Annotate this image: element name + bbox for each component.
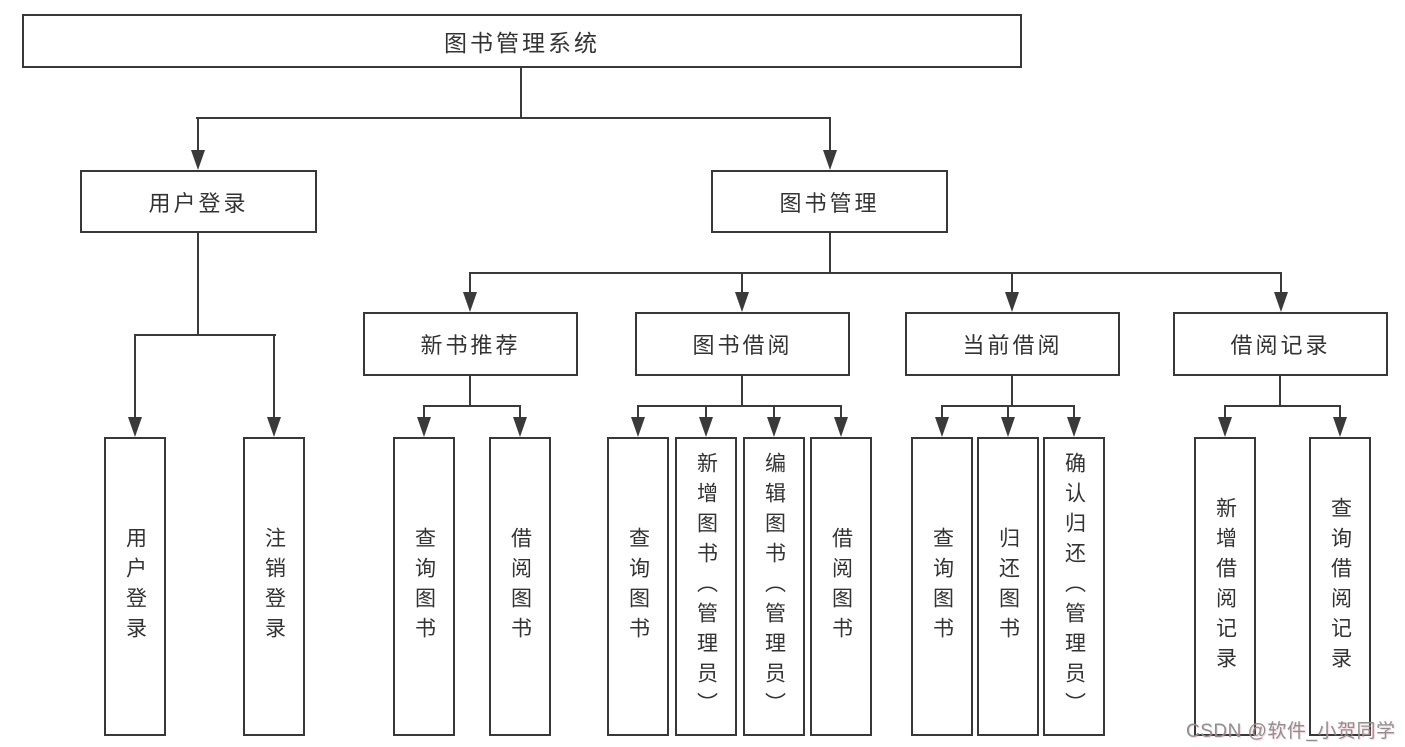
connector-vline <box>1279 376 1281 406</box>
connector-hline <box>196 117 831 119</box>
connector-arrow <box>631 417 645 437</box>
leaf-add-book-admin-label: 新增图书（管理员） <box>694 451 718 722</box>
connector-vline <box>741 272 743 293</box>
leaf-add-borrow-record: 新增借阅记录 <box>1194 437 1256 736</box>
connector-vline <box>1339 405 1341 419</box>
connector-arrow <box>834 417 848 437</box>
connector-arrow <box>935 417 949 437</box>
connector-arrow <box>1274 292 1288 312</box>
connector-vline <box>829 233 831 273</box>
leaf-query-current-borrow: 查询图书 <box>911 437 973 736</box>
connector-vline <box>519 405 521 419</box>
connector-vline <box>741 376 743 406</box>
connector-arrow <box>823 150 837 170</box>
node-book-management: 图书管理 <box>711 170 948 233</box>
connector-vline <box>637 405 639 419</box>
connector-arrow <box>463 292 477 312</box>
connector-hline <box>134 334 276 336</box>
connector-vline <box>1073 405 1075 419</box>
node-new-book-recommend-label: 新书推荐 <box>420 333 521 358</box>
leaf-query-borrow-record-label: 查询借阅记录 <box>1328 496 1352 677</box>
connector-arrow <box>1067 417 1081 437</box>
node-user-login-label: 用户登录 <box>148 190 249 216</box>
leaf-confirm-return-admin-label: 确认归还（管理员） <box>1062 451 1086 722</box>
leaf-edit-book-admin: 编辑图书（管理员） <box>743 437 805 736</box>
connector-vline <box>705 405 707 419</box>
leaf-query-book-recommend-label: 查询图书 <box>412 526 436 647</box>
connector-arrow <box>128 417 142 437</box>
leaf-edit-book-admin-label: 编辑图书（管理员） <box>762 451 786 722</box>
connector-vline <box>469 272 471 293</box>
connector-vline <box>273 334 275 418</box>
node-book-borrow-label: 图书借阅 <box>692 333 793 358</box>
connector-vline <box>773 405 775 419</box>
csdn-watermark: CSDN @软件_小贺同学 <box>1186 721 1396 742</box>
connector-arrow <box>1218 417 1232 437</box>
node-root-label: 图书管理系统 <box>444 30 600 56</box>
node-book-borrow: 图书借阅 <box>635 312 850 376</box>
node-book-management-label: 图书管理 <box>779 190 880 216</box>
leaf-return-book: 归还图书 <box>977 437 1039 736</box>
connector-vline <box>134 334 136 418</box>
leaf-borrow-book-recommend-label: 借阅图书 <box>508 526 532 647</box>
connector-vline <box>1007 405 1009 419</box>
node-borrow-records: 借阅记录 <box>1173 312 1388 376</box>
connector-vline <box>1224 405 1226 419</box>
node-user-login: 用户登录 <box>80 170 317 233</box>
node-current-borrow-label: 当前借阅 <box>962 333 1063 358</box>
leaf-logout: 注销登录 <box>243 437 305 736</box>
connector-hline <box>423 405 521 407</box>
leaf-logout-label: 注销登录 <box>262 526 286 647</box>
leaf-query-book-borrow-label: 查询图书 <box>626 526 650 647</box>
connector-arrow <box>735 292 749 312</box>
leaf-borrow-book-recommend: 借阅图书 <box>489 437 551 736</box>
node-root: 图书管理系统 <box>22 14 1022 68</box>
connector-hline <box>469 272 1282 274</box>
leaf-query-current-borrow-label: 查询图书 <box>930 526 954 647</box>
leaf-add-borrow-record-label: 新增借阅记录 <box>1213 496 1237 677</box>
connector-arrow <box>417 417 431 437</box>
node-new-book-recommend: 新书推荐 <box>363 312 578 376</box>
connector-vline <box>1280 272 1282 293</box>
connector-arrow <box>1333 417 1347 437</box>
connector-hline <box>637 405 842 407</box>
node-current-borrow: 当前借阅 <box>905 312 1120 376</box>
leaf-return-book-label: 归还图书 <box>996 526 1020 647</box>
connector-vline <box>520 68 522 118</box>
leaf-add-book-admin: 新增图书（管理员） <box>675 437 737 736</box>
leaf-user-login: 用户登录 <box>104 437 166 736</box>
connector-vline <box>197 233 199 335</box>
connector-hline <box>1224 405 1341 407</box>
connector-vline <box>197 117 199 151</box>
connector-arrow <box>513 417 527 437</box>
connector-vline <box>1011 376 1013 406</box>
leaf-user-login-label: 用户登录 <box>123 526 147 647</box>
leaf-query-borrow-record: 查询借阅记录 <box>1309 437 1371 736</box>
connector-vline <box>829 117 831 151</box>
node-borrow-records-label: 借阅记录 <box>1230 333 1331 358</box>
connector-vline <box>840 405 842 419</box>
connector-vline <box>423 405 425 419</box>
connector-arrow <box>1005 292 1019 312</box>
connector-vline <box>1011 272 1013 293</box>
leaf-query-book-borrow: 查询图书 <box>607 437 669 736</box>
leaf-borrow-book: 借阅图书 <box>810 437 872 736</box>
leaf-borrow-book-label: 借阅图书 <box>829 526 853 647</box>
connector-vline <box>469 376 471 406</box>
leaf-query-book-recommend: 查询图书 <box>393 437 455 736</box>
connector-arrow <box>767 417 781 437</box>
connector-arrow <box>191 150 205 170</box>
connector-arrow <box>1001 417 1015 437</box>
leaf-confirm-return-admin: 确认归还（管理员） <box>1043 437 1105 736</box>
connector-arrow <box>267 417 281 437</box>
connector-arrow <box>699 417 713 437</box>
connector-vline <box>941 405 943 419</box>
